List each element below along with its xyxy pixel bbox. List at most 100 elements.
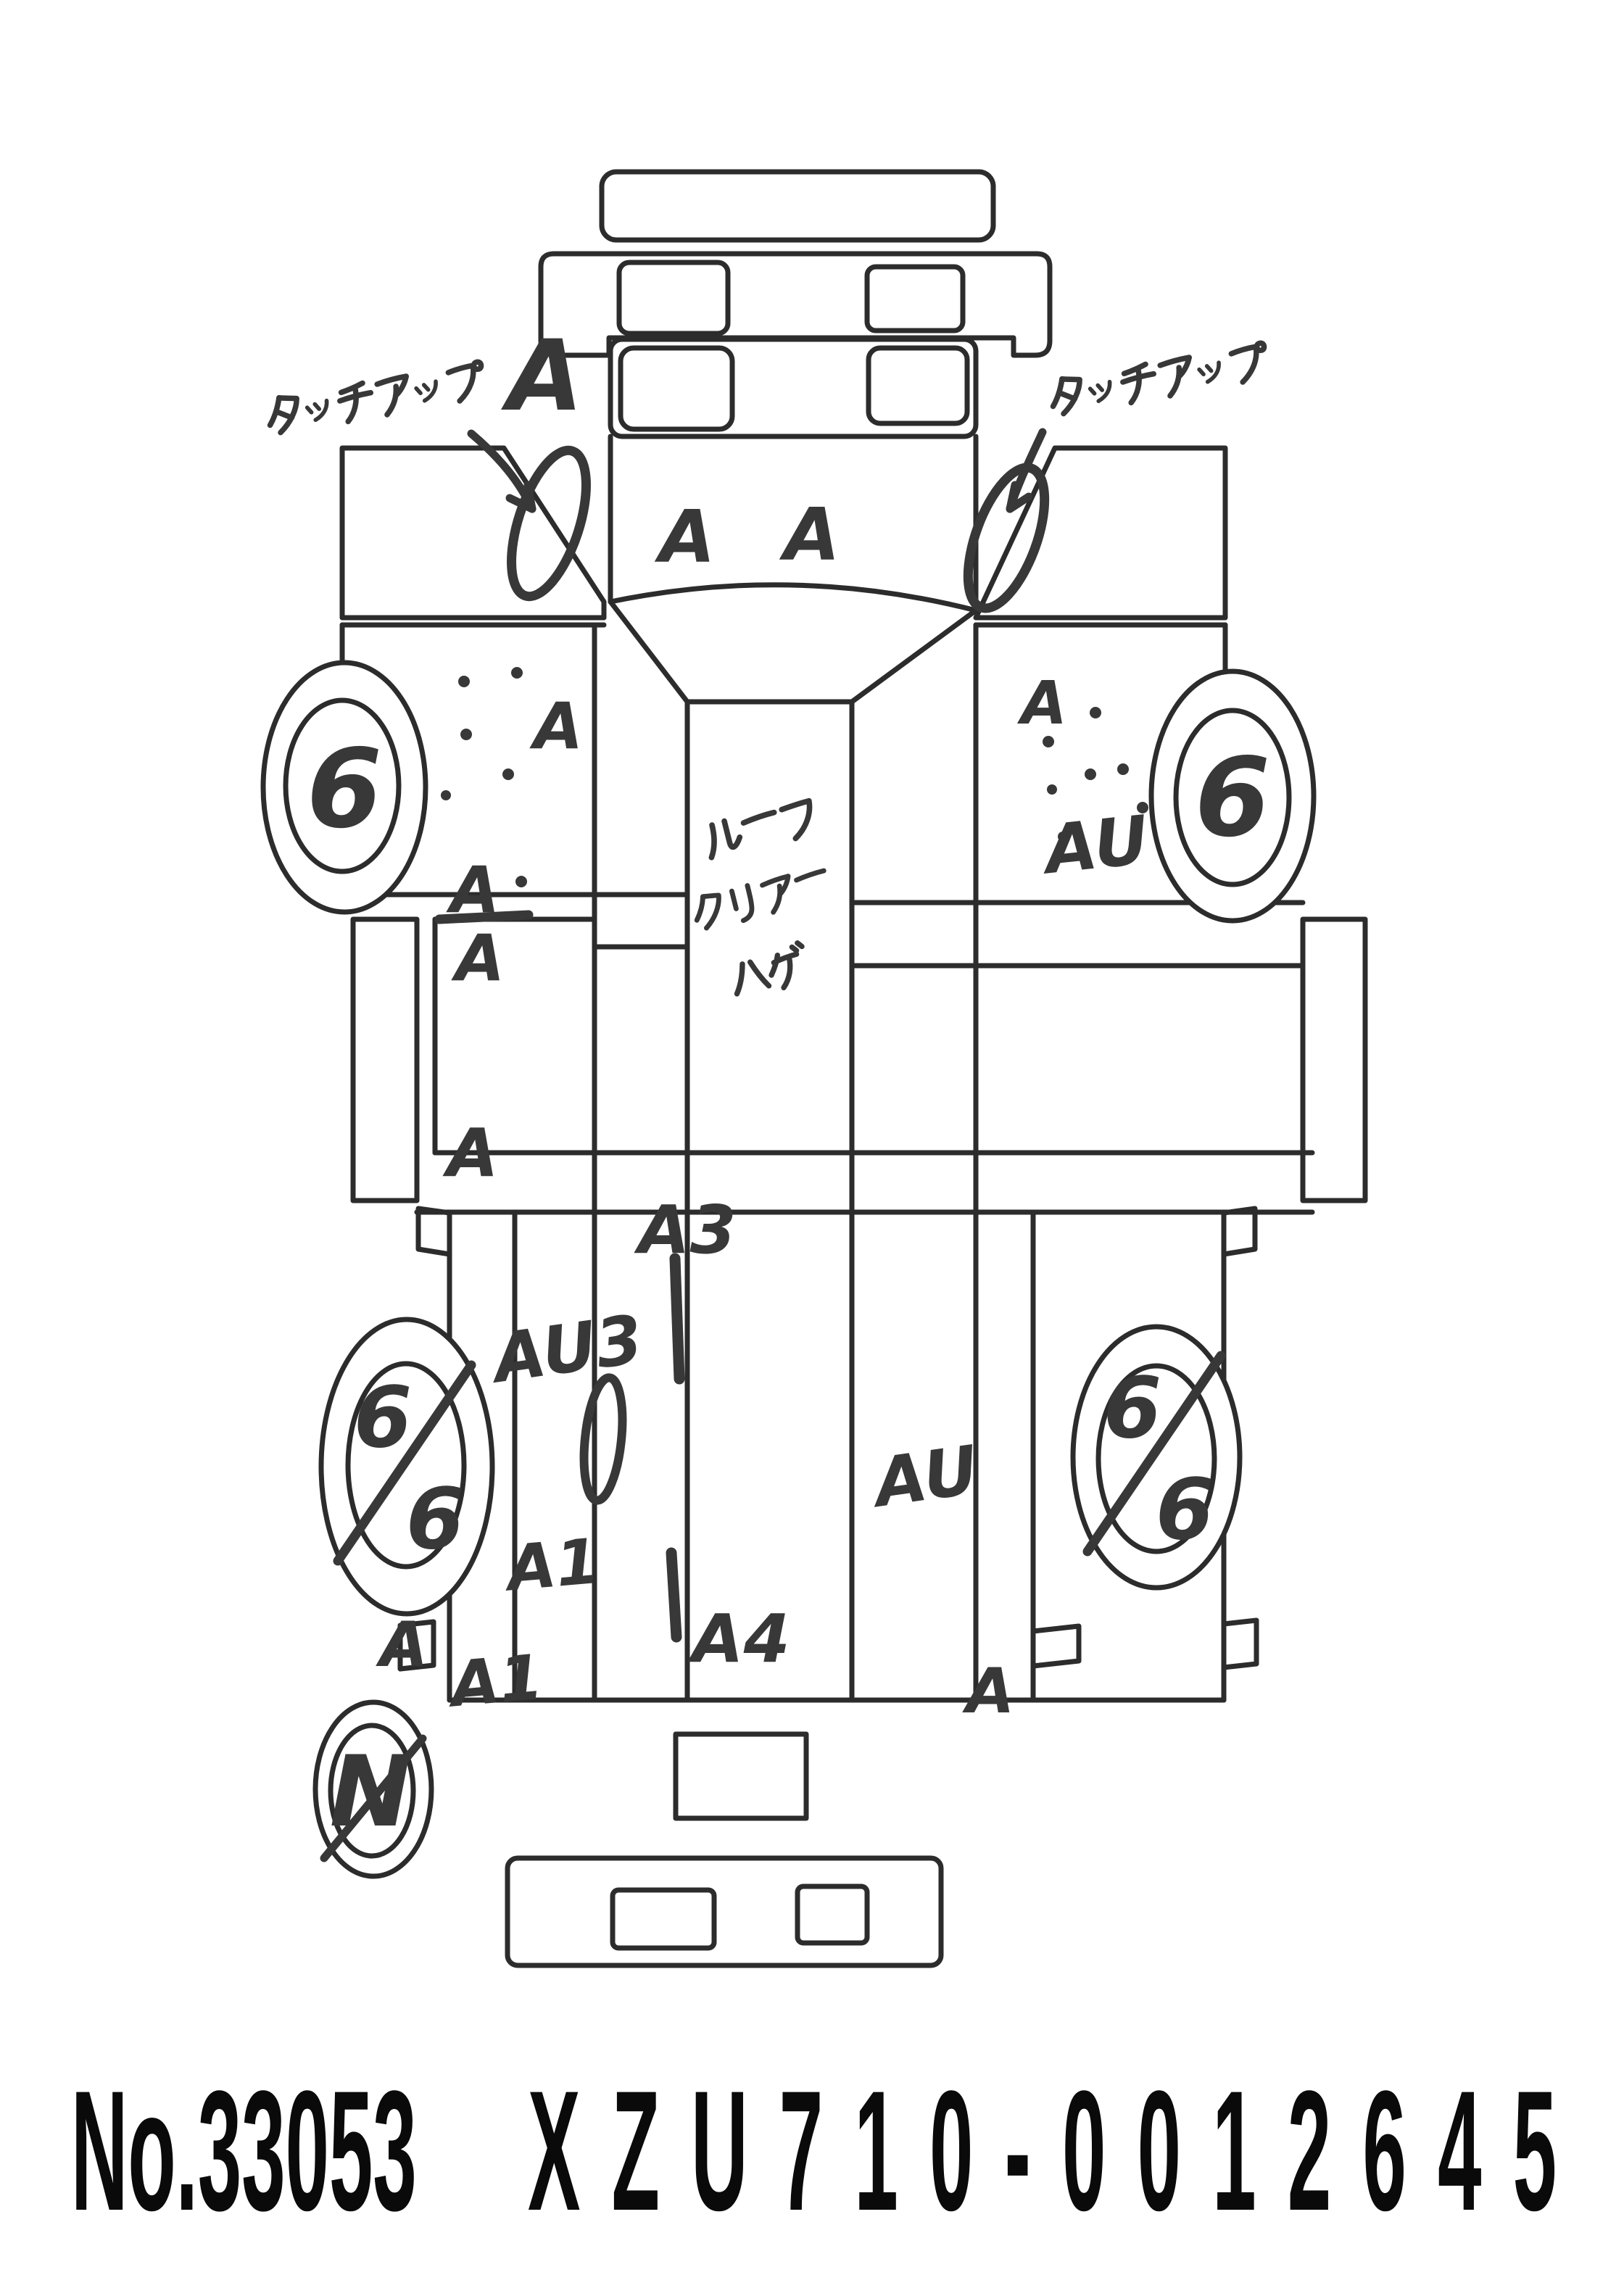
paint-chip-dot <box>441 790 451 800</box>
kana-stroke <box>779 797 812 813</box>
windshield-glass <box>608 599 979 705</box>
kana-stroke <box>708 822 717 861</box>
kana-stroke <box>771 883 783 915</box>
cowl-window-right <box>866 345 970 426</box>
kana-stroke <box>768 953 781 978</box>
kana-stroke <box>338 380 365 396</box>
kana-stroke <box>740 883 755 924</box>
rear-bumper <box>505 1855 944 1968</box>
wheels <box>260 660 1317 1879</box>
paint-chip-dot <box>1043 736 1054 747</box>
grade-bed-a1-left: A1 <box>500 1525 602 1606</box>
touchup-circle-left <box>507 445 591 602</box>
kana-stroke <box>304 405 314 415</box>
kana-stroke <box>1088 386 1097 396</box>
cowl-window-left <box>618 345 735 432</box>
kana-stroke <box>1254 340 1267 354</box>
grade-bottom-a1: A1 <box>444 1641 546 1722</box>
mudflap-inner-right <box>1030 1623 1082 1669</box>
note-roof-line-1 <box>694 868 826 931</box>
kana-stroke <box>1205 360 1221 384</box>
kana-stroke <box>729 888 739 911</box>
front-right-tire-inner <box>1173 708 1292 887</box>
kana-stroke <box>740 809 777 826</box>
kana-stroke <box>276 395 299 436</box>
grade-front-left-corner: A <box>501 319 583 433</box>
truck-outline <box>339 169 1368 1968</box>
paint-chip-dot <box>460 729 472 740</box>
kana-stroke <box>789 944 800 953</box>
paint-chip-dot <box>1137 802 1148 813</box>
grade-fraction-bar <box>434 910 534 924</box>
tire-grade-rear-left: 66 <box>333 1360 476 1568</box>
kana-stroke <box>421 383 431 392</box>
kana-stroke <box>1228 344 1259 357</box>
grade-windshield-right: A <box>779 492 840 577</box>
tire-grade-value: 6 <box>354 1369 412 1467</box>
touchup-arrow-left-head <box>505 481 536 513</box>
tire-grade-front-right: 6 <box>1195 735 1270 861</box>
note-roof-line-0 <box>708 797 813 861</box>
tire-grade-front-left: 6 <box>307 726 382 853</box>
paint-chip-dot <box>1090 707 1101 718</box>
paint-chip-dots-right <box>1043 707 1148 842</box>
kana-stroke <box>313 398 329 423</box>
kana-stroke <box>1128 368 1142 406</box>
tire-grade-rear-right: 66 <box>1082 1351 1226 1559</box>
kana-stroke <box>1059 376 1082 417</box>
kana-stroke <box>1197 367 1206 377</box>
grade-bed-a3: A3 <box>634 1191 736 1269</box>
kana-stroke <box>781 954 793 991</box>
grade-left-fender: A <box>529 689 583 763</box>
mudflap-left-bottom <box>397 1619 436 1672</box>
kana-stroke <box>471 359 484 373</box>
tire-grade-value: 6 <box>307 726 382 853</box>
mudflap-right-bottom <box>1221 1617 1259 1670</box>
kana-stroke <box>1121 361 1148 377</box>
kana-stroke <box>721 818 743 850</box>
grade-bed-au3: AU3 <box>484 1301 647 1398</box>
cowl-panel <box>608 336 979 439</box>
paint-chip-dot <box>458 676 470 687</box>
door-panel-left <box>339 445 607 621</box>
kana-stroke <box>1167 365 1182 399</box>
kana-stroke <box>384 384 399 418</box>
kana-stroke <box>445 362 476 376</box>
a4-damage-line <box>666 1547 682 1643</box>
mudflap-right-top <box>1221 1206 1258 1257</box>
kana-stroke <box>794 868 826 883</box>
kana-stroke <box>700 892 721 931</box>
kana-stroke <box>1058 391 1078 402</box>
note-touchup-right <box>1050 340 1267 417</box>
tire-grade-slash <box>1082 1351 1226 1557</box>
tire-grade-slash <box>320 1734 427 1862</box>
paint-chip-dots-left <box>441 667 527 887</box>
kana-stroke <box>694 894 705 923</box>
au3-damage-circle <box>579 1373 627 1505</box>
kana-stroke <box>422 379 438 403</box>
front-left-tire-inner <box>283 697 402 874</box>
grade-right-fender-au: AU <box>1037 801 1152 890</box>
kana-stroke <box>1095 383 1104 392</box>
tire-grade-value: 6 <box>406 1471 464 1568</box>
grade-windshield-left: A <box>654 494 715 579</box>
tire-grade-value: 6 <box>1103 1360 1161 1457</box>
footer: No.33053 XZU710-0012645 <box>71 2055 1588 2246</box>
kana-stroke <box>1050 376 1065 410</box>
paint-chip-dot <box>511 667 523 679</box>
chassis-number: XZU710-0012645 <box>528 2055 1588 2246</box>
windshield-top-curve <box>608 582 979 613</box>
kana-stroke <box>1204 364 1214 373</box>
touchup-circle-right <box>963 463 1050 613</box>
kana-stroke <box>747 959 772 989</box>
tire-grade-value: 6 <box>1156 1462 1214 1559</box>
grade-right-fender: A <box>1016 669 1066 738</box>
touchup-arrow-right-head <box>1006 481 1033 513</box>
note-roof-line-2 <box>734 940 805 997</box>
kana-stroke <box>267 395 282 428</box>
grade-left-cab-rear: A <box>442 1114 498 1192</box>
step-strip-left <box>350 916 420 1203</box>
